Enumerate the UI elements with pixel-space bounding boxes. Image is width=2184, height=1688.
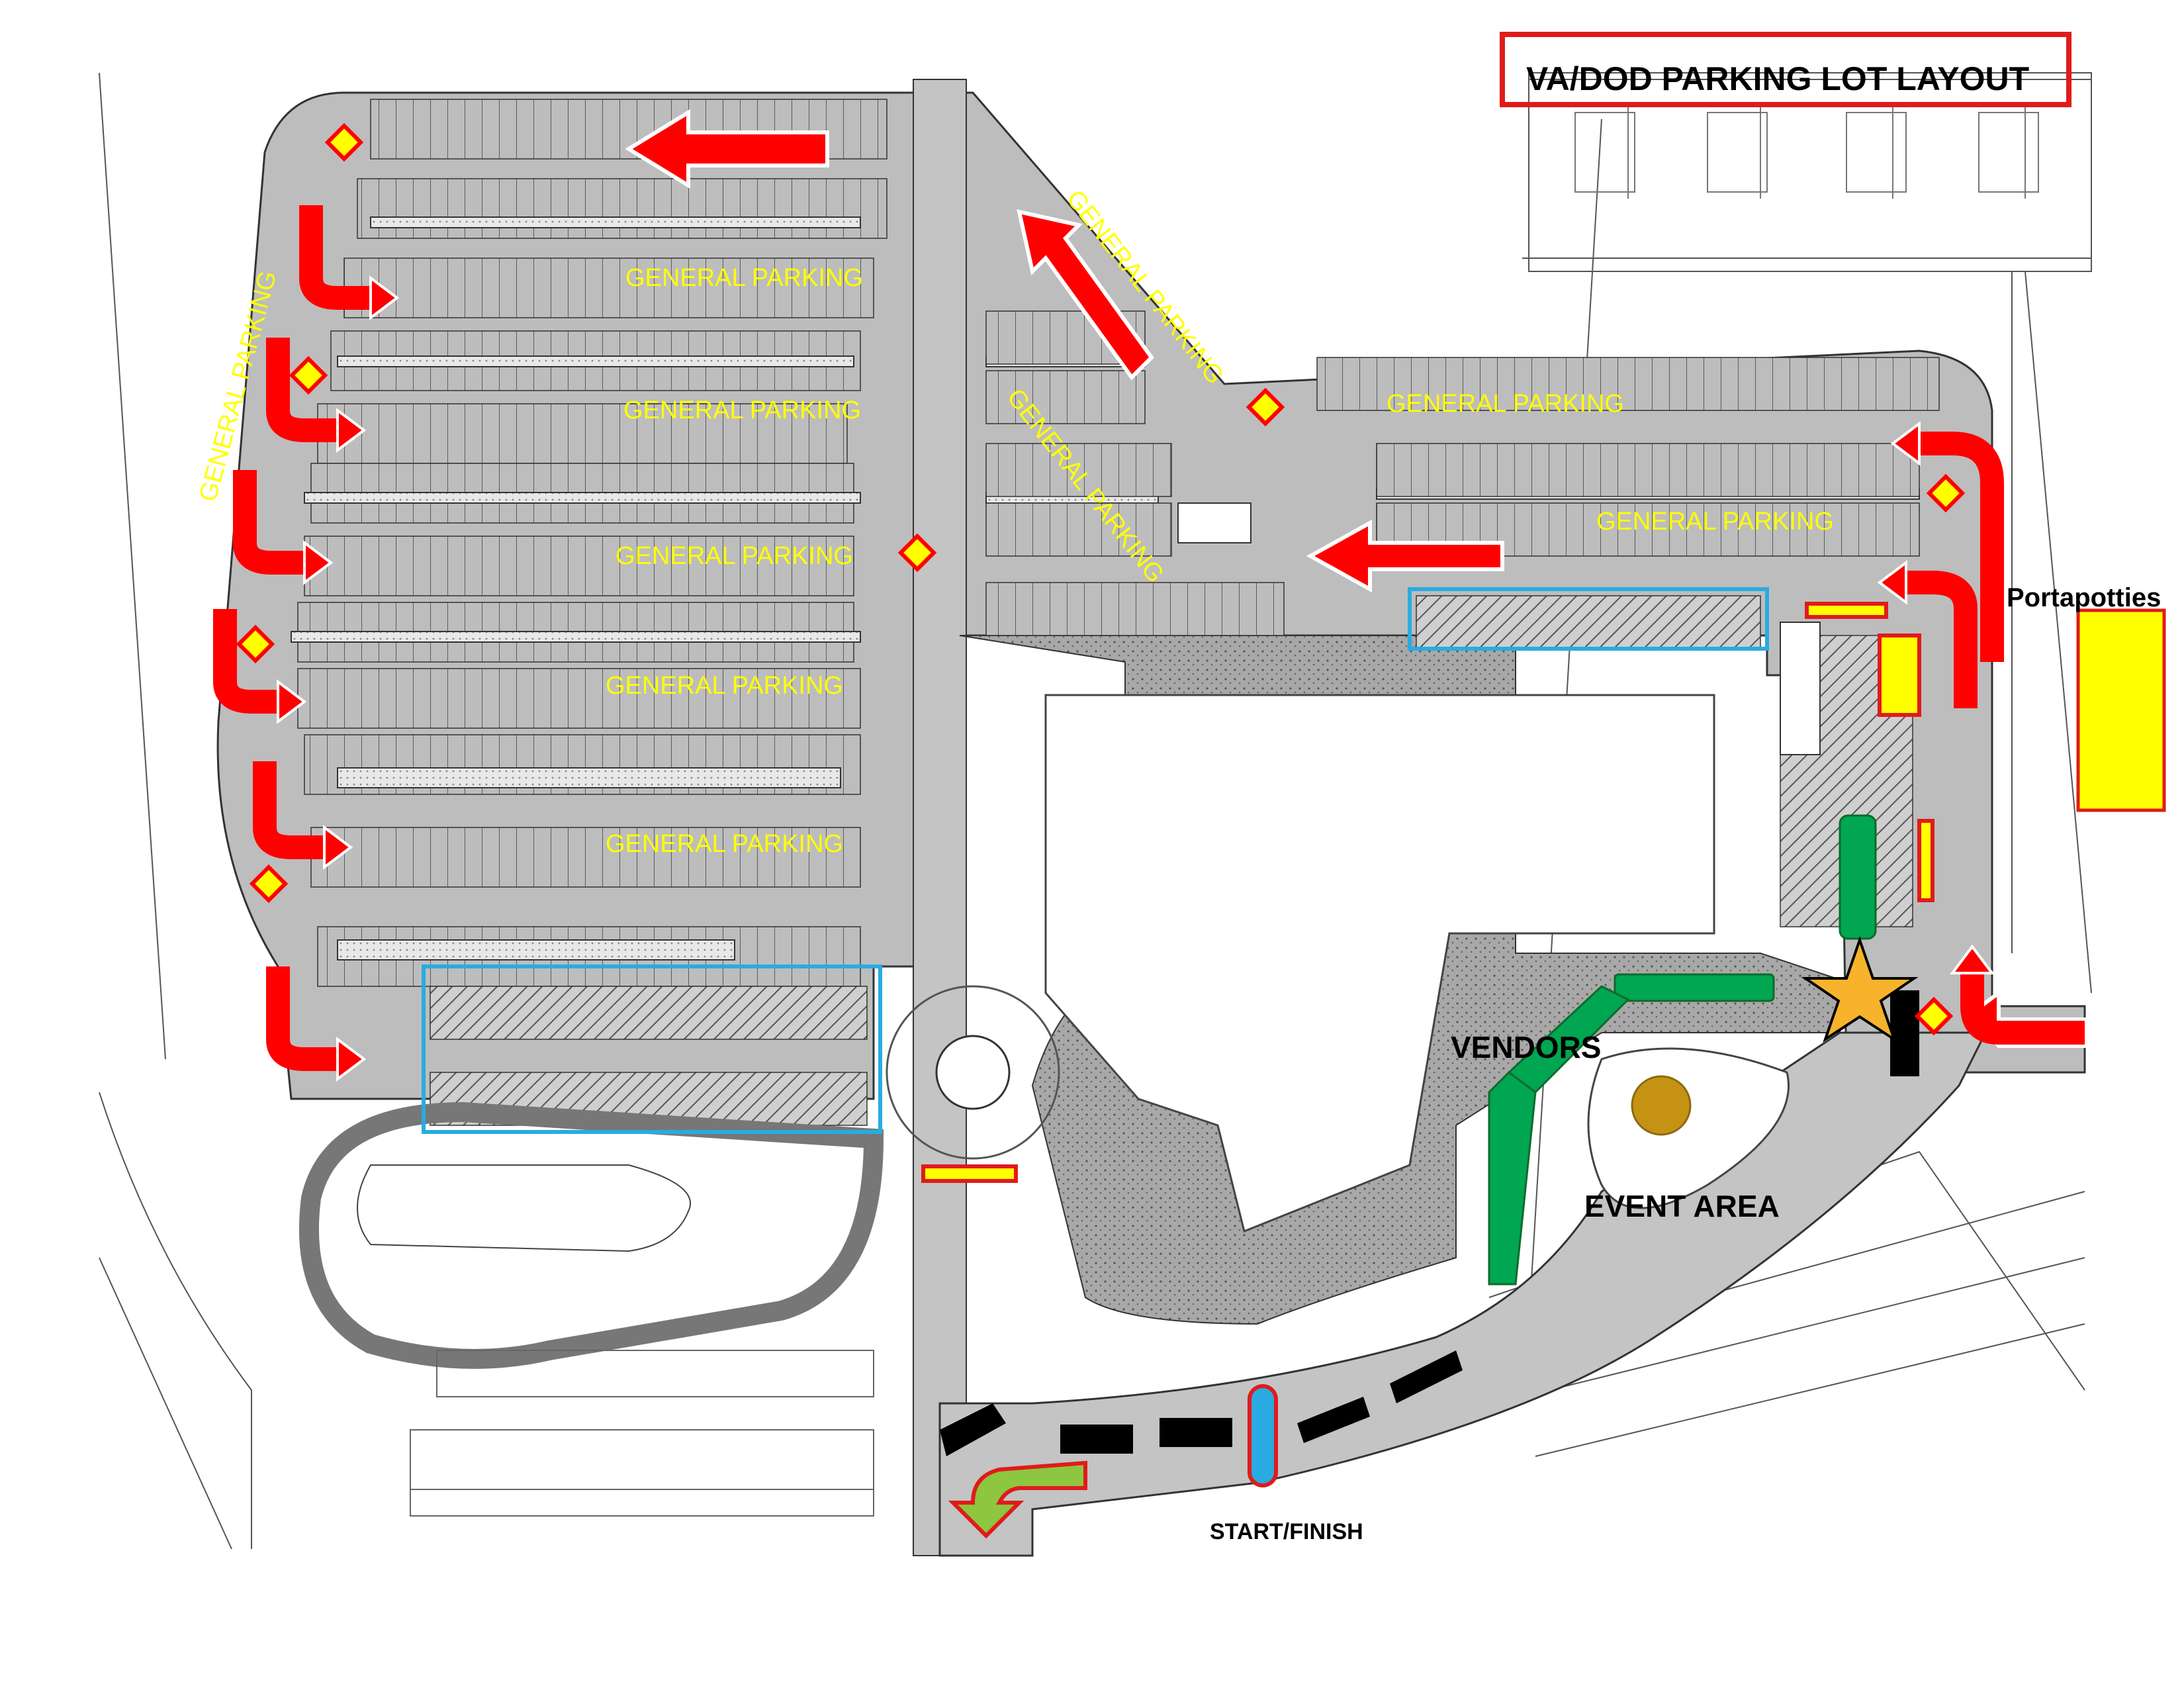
yellow-diamond-icon: [324, 122, 364, 162]
reserved-parking-box-south: [422, 964, 882, 1134]
general-parking-label: GENERAL PARKING: [1387, 390, 1624, 418]
red-arrow-icon: [1306, 519, 1504, 593]
general-parking-label: GENERAL PARKING: [615, 542, 853, 570]
general-parking-label: GENERAL PARKING: [1596, 508, 1834, 536]
event-circle: [1631, 1075, 1692, 1136]
general-parking-label: GENERAL PARKING: [625, 264, 863, 292]
portapotties-block: [2076, 608, 2166, 812]
south-loop-track: [298, 1102, 884, 1369]
east-parking-rows: [985, 310, 1940, 927]
yellow-diamond-icon: [1246, 387, 1285, 427]
red-turn-arrow-icon: [299, 205, 371, 310]
barricades-yellow: [921, 602, 1934, 1183]
start-finish-marker: [1248, 1384, 1278, 1487]
black-barricades: [940, 990, 1919, 1456]
red-turn-arrow-icon: [213, 609, 278, 714]
general-parking-label: GENERAL PARKING: [606, 672, 843, 700]
title-box: [1500, 32, 2071, 107]
south-reserved-rows: [430, 986, 868, 1126]
south-loop-inner: [357, 1164, 692, 1252]
page-title: VA/DOD PARKING LOT LAYOUT: [1526, 60, 2029, 97]
reserved-parking-box-east: [1408, 587, 1769, 651]
roundabout-ring: [886, 985, 1060, 1160]
red-turn-arrow-icon: [1919, 432, 2004, 662]
red-turn-arrow-icon: [233, 470, 304, 575]
red-turn-arrow-icon: [266, 338, 338, 442]
yellow-diamond-markers: [236, 122, 1966, 1036]
yellow-diamond-icon: [289, 355, 328, 395]
start-finish-label: START/FINISH: [1210, 1519, 1363, 1544]
yellow-diamond-icon: [897, 533, 937, 573]
roundabout-island: [935, 1035, 1011, 1110]
red-turn-arrow-icon: [266, 966, 338, 1071]
central-road: [913, 79, 967, 1556]
top-right-sketch: [1574, 106, 2039, 199]
red-turn-arrow-icon: [1960, 973, 2085, 1045]
portapotties-label: Portapotties: [2007, 583, 2161, 612]
south-lot-outline: [410, 1350, 874, 1517]
parking-islands: [291, 216, 1920, 961]
turn-arrow-heads: [277, 275, 1995, 1082]
yellow-diamond-icon: [1914, 996, 1954, 1036]
yellow-diamond-icon: [249, 864, 289, 904]
red-turn-arrow-icon: [1906, 571, 1978, 708]
red-arrow-icon: [1017, 209, 1154, 381]
star-icon: [1801, 935, 1919, 1043]
event-area-label: EVENT AREA: [1584, 1189, 1780, 1223]
general-parking-label: GENERAL PARKING: [623, 397, 861, 424]
turn-arrows: [213, 205, 2085, 1071]
vendors-label: VENDORS: [1451, 1030, 1601, 1064]
red-arrow-icon: [625, 109, 829, 189]
yellow-diamond-icon: [236, 624, 275, 664]
vendor-bars: [1488, 814, 1877, 1286]
green-exit-arrow-icon: [948, 1460, 1087, 1539]
yellow-diamond-icon: [1926, 473, 1966, 513]
building-footprint: [1044, 694, 1715, 1233]
red-turn-arrow-icon: [253, 761, 324, 859]
general-parking-label: GENERAL PARKING: [606, 830, 843, 858]
